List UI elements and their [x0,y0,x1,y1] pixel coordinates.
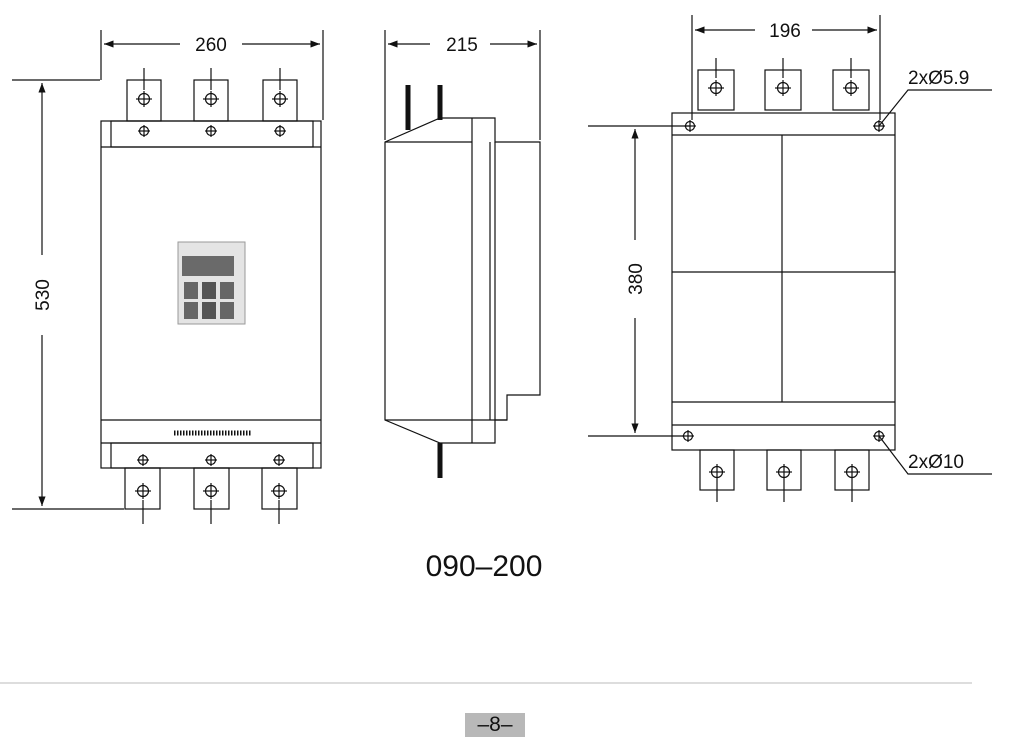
side-view: 215 [384,30,541,478]
page-number: –8– [465,713,525,737]
height-dimension: 530 [33,279,54,311]
width-dimension: 260 [195,35,227,56]
front-view: 260 530 [12,30,324,524]
footer-divider [0,682,972,684]
hole-spacing-height: 380 [626,263,647,295]
hole-spacing-width: 196 [769,21,801,42]
mounting-view: 196 380 2xØ5.9 2xØ10 [588,15,992,502]
model-range-title: 090–200 [426,550,543,583]
depth-dimension: 215 [446,35,478,56]
bottom-hole-callout: 2xØ10 [908,452,964,473]
top-hole-callout: 2xØ5.9 [908,68,969,89]
keypad-display [177,241,246,325]
